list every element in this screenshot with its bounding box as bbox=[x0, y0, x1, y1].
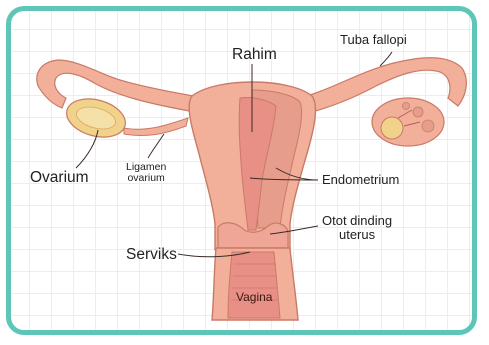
label-ovarium: Ovarium bbox=[30, 170, 89, 186]
label-tuba-fallopi: Tuba fallopi bbox=[340, 33, 407, 47]
label-otot-dinding-uterus: Otot dinding uterus bbox=[322, 214, 392, 241]
left-ligament bbox=[124, 118, 188, 136]
label-serviks: Serviks bbox=[126, 247, 177, 263]
leader-ligamen bbox=[148, 134, 164, 158]
label-ligamen-ovarium: Ligamen ovarium bbox=[126, 162, 166, 184]
right-ovary-follicle bbox=[381, 117, 403, 139]
label-rahim: Rahim bbox=[232, 47, 277, 63]
label-endometrium: Endometrium bbox=[322, 173, 399, 187]
vaginal-canal bbox=[228, 252, 280, 318]
label-otot-line1: Otot dinding bbox=[322, 214, 392, 228]
label-ligamen-line2: ovarium bbox=[126, 173, 166, 184]
label-vagina: Vagina bbox=[236, 291, 272, 304]
left-fallopian-tube bbox=[37, 60, 205, 112]
label-otot-line2: uterus bbox=[322, 228, 392, 242]
